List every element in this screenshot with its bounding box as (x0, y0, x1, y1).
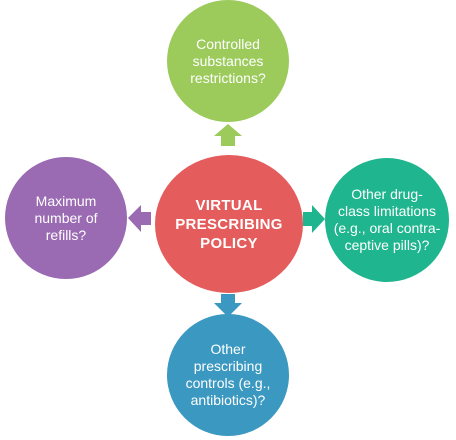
node-maximum-refills: Maximum number of refills? (5, 157, 127, 279)
node-virtual-prescribing-policy: VIRTUAL PRESCRIBING POLICY (155, 155, 303, 293)
node-label: Other drug- class limitations (e.g., ora… (333, 186, 441, 253)
node-other-prescribing-controls: Other prescribing controls (e.g., antibi… (167, 314, 289, 436)
node-label: Controlled substances restrictions? (190, 35, 266, 86)
node-controlled-substances: Controlled substances restrictions? (167, 0, 289, 122)
node-label: Maximum number of refills? (34, 192, 98, 243)
center-label: VIRTUAL PRESCRIBING POLICY (175, 196, 283, 252)
arrow-up-icon (214, 124, 242, 146)
node-drug-class-limitations: Other drug- class limitations (e.g., ora… (325, 158, 449, 282)
arrow-down-icon (214, 294, 242, 317)
arrow-left-icon (128, 205, 151, 232)
node-label: Other prescribing controls (e.g., antibi… (185, 341, 271, 408)
arrow-right-icon (303, 205, 325, 233)
